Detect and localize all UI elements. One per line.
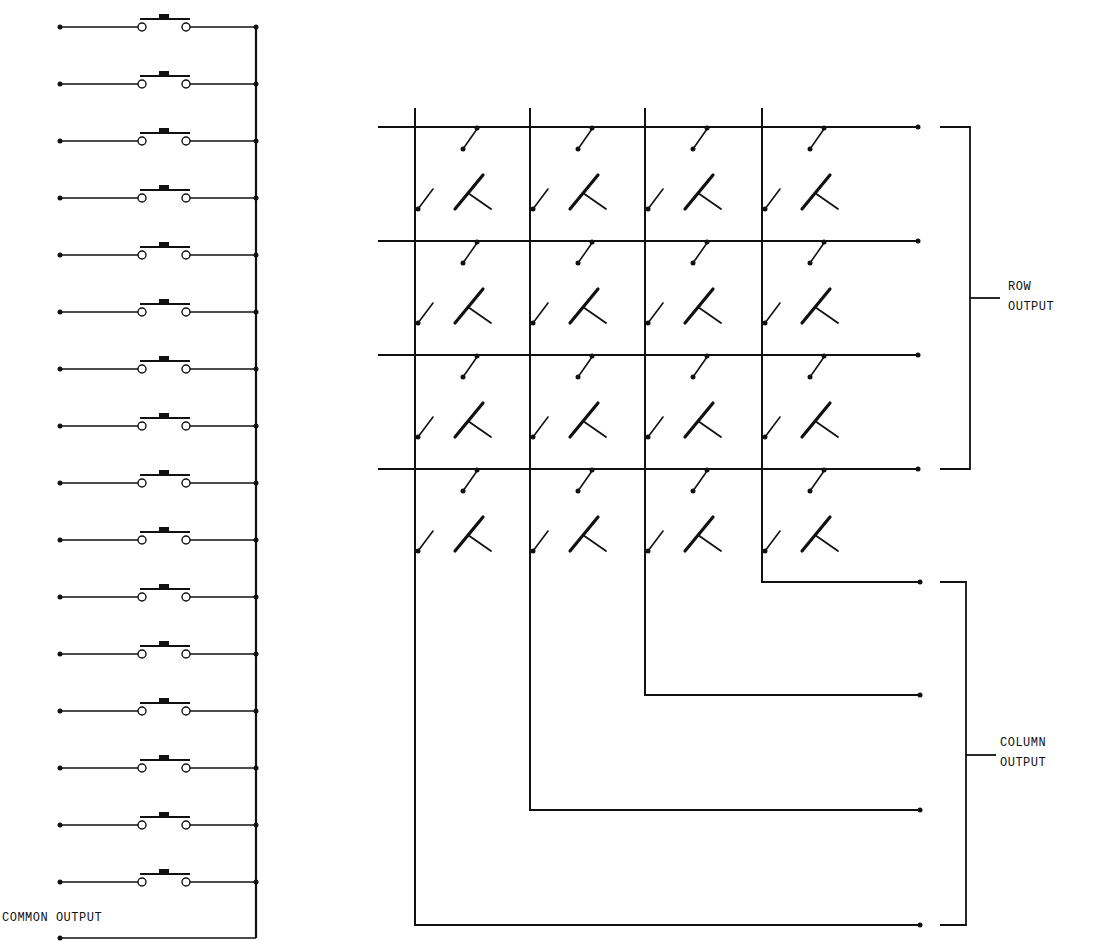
output-label: ROW OUTPUT xyxy=(1008,277,1068,317)
output-brackets xyxy=(940,127,1000,925)
pushbutton-switches xyxy=(58,14,259,886)
output-label: COLUMN OUTPUT xyxy=(1000,733,1060,773)
key-switches xyxy=(416,126,839,554)
common-bus xyxy=(58,27,257,941)
output-label: COMMON OUTPUT xyxy=(2,908,162,928)
matrix-wires xyxy=(378,108,923,928)
